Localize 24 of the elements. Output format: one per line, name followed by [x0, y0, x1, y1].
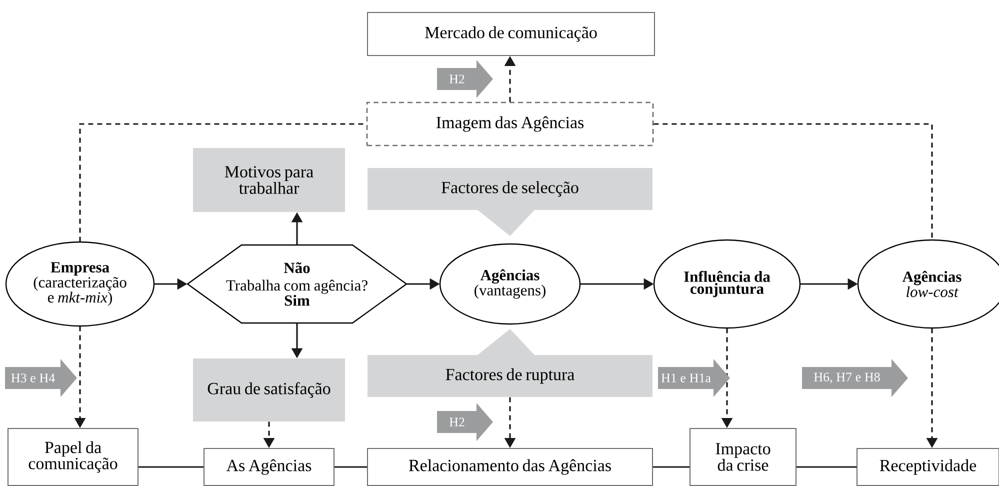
connector-line [334, 466, 367, 468]
text-box: Receptividade [856, 448, 999, 486]
edge-label: H6, H7 e H8 [802, 359, 908, 397]
text-box: Mercado de comunicação [367, 12, 655, 56]
connector-line [796, 466, 856, 468]
ellipse-node: Empresa (caracterização e mkt-mix) [5, 241, 155, 327]
dashed-box: Imagem das Agências [366, 102, 654, 146]
edge-label: H2 [437, 403, 493, 441]
callout-box: Factores de selecção [368, 168, 652, 236]
edge-label: H2 [437, 60, 493, 98]
edge-label: H3 e H4 [5, 359, 77, 397]
shaded-box: Grau de satisfação [193, 358, 345, 422]
connector-line [653, 466, 690, 468]
text-box: Impacto da crise [690, 428, 796, 486]
edge-label: H1 e H1a [658, 359, 730, 397]
callout-box: Factores de ruptura [368, 329, 652, 397]
connector-line [138, 466, 204, 468]
connector-line [654, 123, 933, 240]
text-box: Papel da comunicação [8, 428, 138, 486]
ellipse-node: Agências (vantagens) [439, 243, 581, 325]
text-box: As Agências [204, 448, 334, 486]
text-box: Relacionamento das Agências [367, 448, 653, 486]
ellipse-node: Influência da conjuntura [653, 239, 801, 329]
shaded-box: Motivos para trabalhar [193, 148, 345, 212]
